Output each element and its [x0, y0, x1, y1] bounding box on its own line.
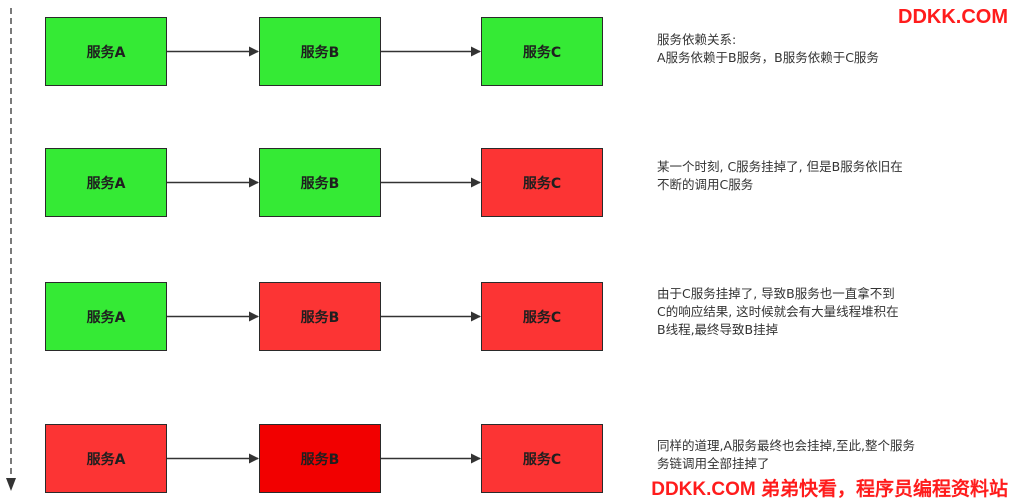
service-box-b: 服务B	[259, 282, 381, 351]
service-box-b: 服务B	[259, 148, 381, 217]
service-box-b: 服务B	[259, 424, 381, 493]
watermark-bottom: DDKK.COM 弟弟快看，程序员编程资料站	[651, 479, 1008, 500]
timeline-arrowhead	[6, 478, 16, 491]
service-box-c: 服务C	[481, 17, 603, 86]
row-note: 由于C服务挂掉了, 导致B服务也一直拿不到 C的响应结果, 这时候就会有大量线程…	[657, 286, 899, 337]
watermark-top: DDKK.COM	[898, 6, 1008, 28]
service-box-c: 服务C	[481, 282, 603, 351]
service-box-b: 服务B	[259, 17, 381, 86]
row-note: 某一个时刻, C服务挂掉了, 但是B服务依旧在 不断的调用C服务	[657, 159, 903, 192]
service-box-c: 服务C	[481, 148, 603, 217]
service-box-a: 服务A	[45, 282, 167, 351]
service-box-a: 服务A	[45, 424, 167, 493]
service-box-a: 服务A	[45, 17, 167, 86]
service-box-c: 服务C	[481, 424, 603, 493]
service-box-a: 服务A	[45, 148, 167, 217]
row-note: 服务依赖关系: A服务依赖于B服务，B服务依赖于C服务	[657, 32, 879, 65]
row-note: 同样的道理,A服务最终也会挂掉,至此,整个服务 务链调用全部挂掉了	[657, 438, 915, 471]
